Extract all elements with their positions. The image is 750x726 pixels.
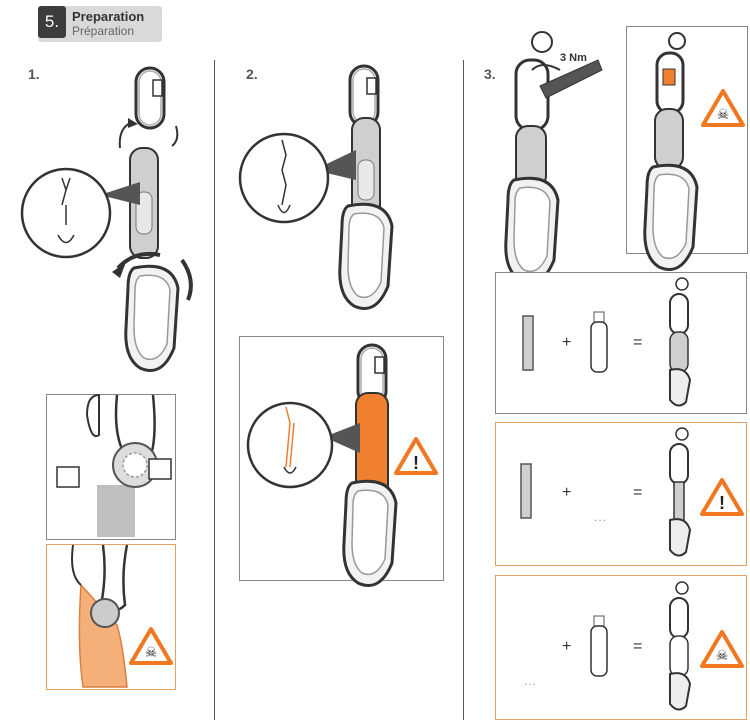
column-divider-1 — [214, 60, 215, 720]
svg-text:☠: ☠ — [145, 644, 158, 660]
equation-c-danger-icon: ☠ — [700, 630, 744, 668]
equation-panel-danger — [495, 575, 747, 720]
svg-text:!: ! — [719, 493, 725, 513]
step2-warning-illustration: ! — [246, 343, 438, 587]
step1-detail-illustration — [56, 393, 172, 537]
equation-c-result-icon — [669, 581, 692, 711]
equation-b-sling-icon — [520, 463, 532, 519]
equation-b-result-icon — [669, 427, 692, 557]
column-divider-2 — [463, 60, 464, 720]
equation-c-holder-icon — [590, 615, 608, 677]
step2-assembly-illustration — [238, 64, 394, 310]
equation-a-sling-icon — [522, 315, 534, 371]
equation-b-equals: = — [633, 484, 643, 501]
step-3-label: 3. — [484, 66, 496, 82]
step1-warning-illustration: ☠ — [71, 544, 173, 688]
step1-assembly-illustration — [20, 66, 193, 372]
equation-b-plus: + — [562, 484, 572, 501]
torque-value: 3 Nm — [560, 52, 587, 64]
equation-b-ellipsis: ... — [594, 510, 608, 524]
equation-c-ellipsis: ... — [524, 674, 538, 688]
step3-torque-warning-illustration: ☠ — [643, 32, 745, 271]
equation-a-result-icon — [669, 277, 692, 407]
step-1-label: 1. — [28, 66, 40, 82]
section-number: 5. — [38, 6, 66, 38]
equation-a-holder-icon — [590, 311, 608, 373]
step3-torque-illustration — [504, 31, 603, 284]
svg-text:☠: ☠ — [716, 647, 729, 663]
equation-a-plus: + — [562, 334, 572, 351]
equation-c-equals: = — [633, 638, 643, 655]
equation-panel-warning — [495, 422, 747, 566]
section-subtitle: Préparation — [72, 24, 135, 38]
equation-b-warning-icon: ! — [700, 478, 744, 516]
equation-panel-correct — [495, 272, 747, 414]
svg-text:!: ! — [413, 453, 419, 473]
equation-c-plus: + — [562, 638, 572, 655]
section-title: Preparation — [72, 9, 145, 24]
equation-a-equals: = — [633, 334, 643, 351]
step-2-label: 2. — [246, 66, 258, 82]
svg-text:☠: ☠ — [717, 106, 730, 122]
